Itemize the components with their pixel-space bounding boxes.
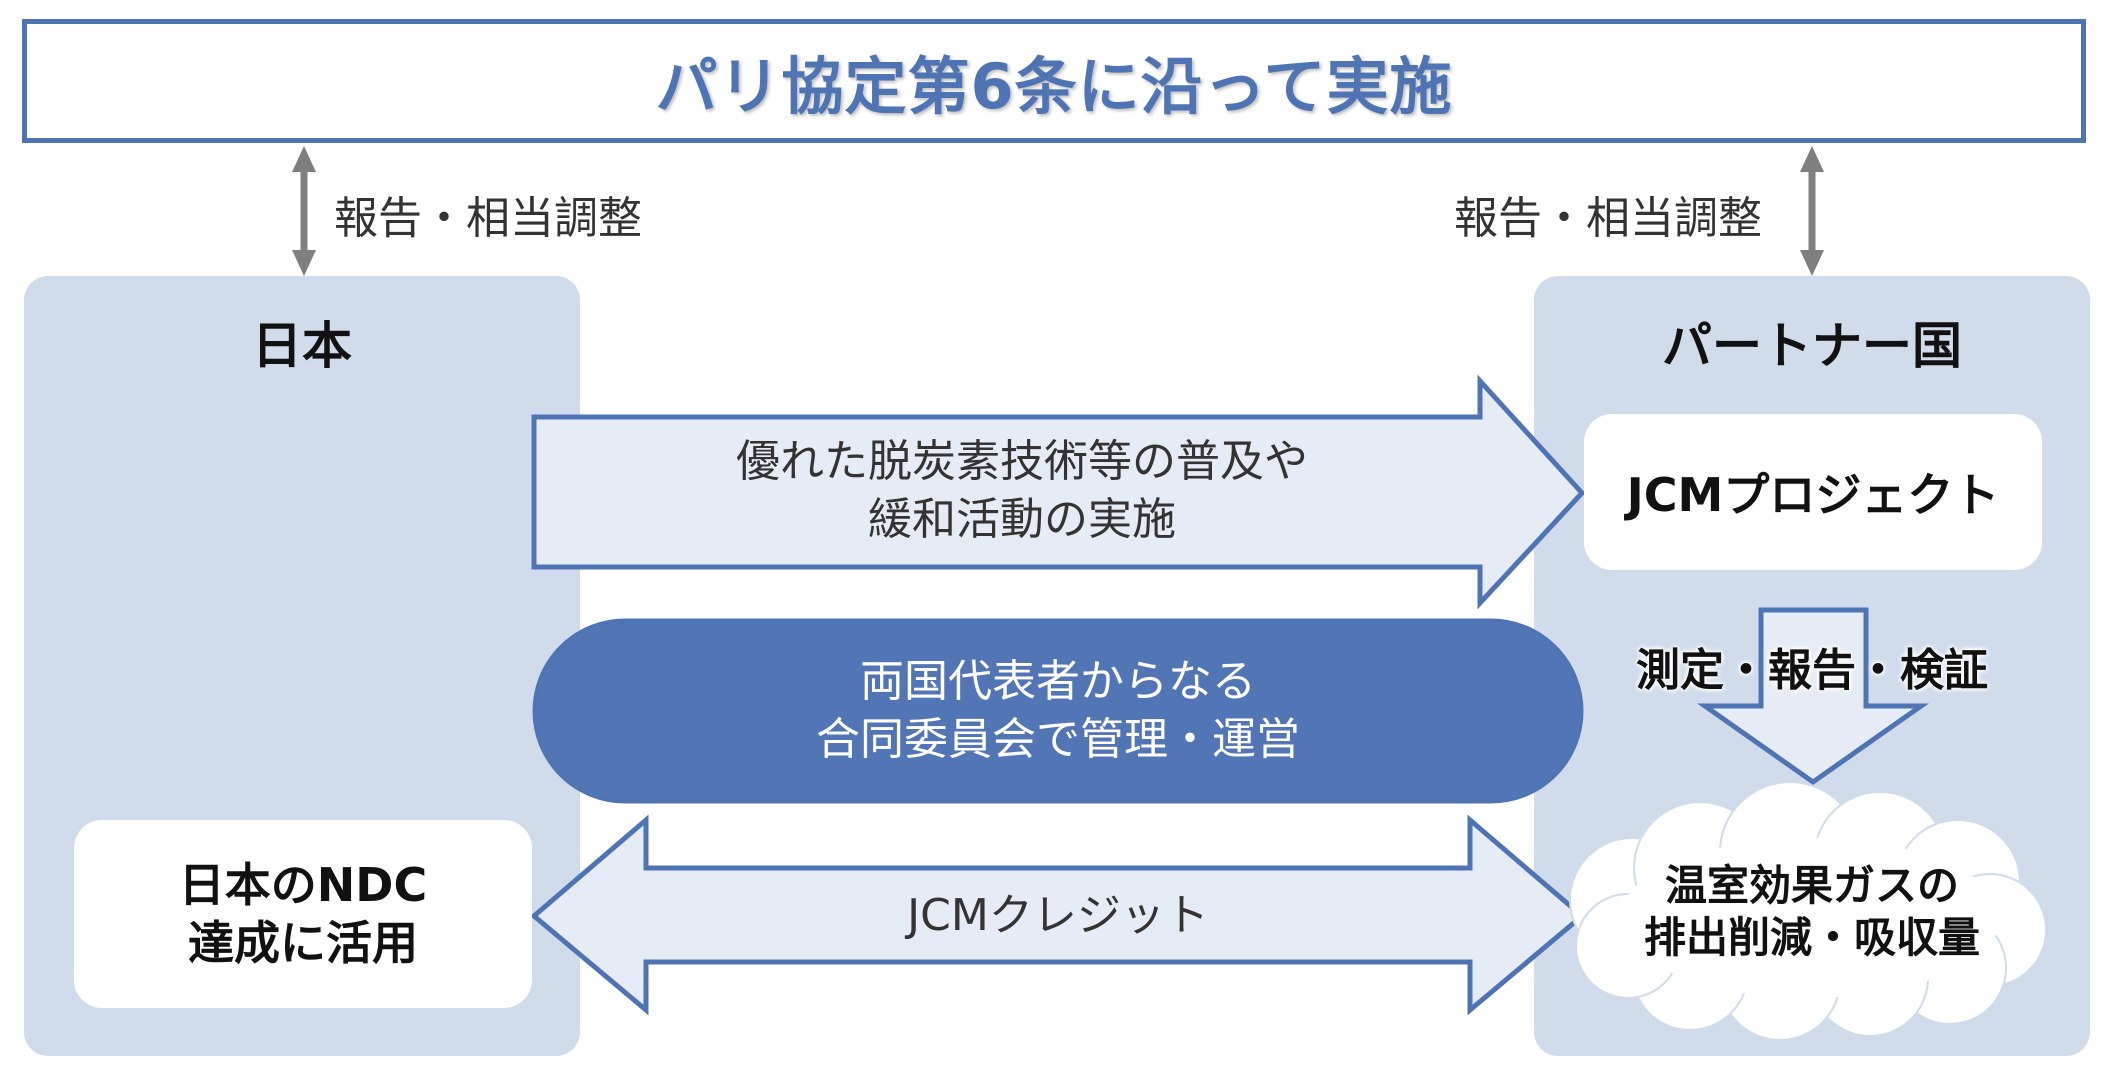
ghg-line-1: 温室効果ガスの [1664, 861, 1959, 910]
ndc-line-1: 日本のNDC [178, 858, 428, 912]
partner-title: パートナー国 [1662, 317, 1962, 375]
page-title: パリ協定第6条に沿って実施 [655, 50, 1453, 123]
report-label-left: 報告・相当調整 [334, 193, 642, 244]
mrv-label: 測定・報告・検証 [1636, 645, 1988, 696]
committee-line-2: 合同委員会で管理・運営 [816, 714, 1300, 765]
cloud-shape [1569, 781, 2047, 1041]
arrow-top-line-2: 緩和活動の実施 [868, 494, 1176, 545]
ndc-box: 日本のNDC 達成に活用 [74, 820, 532, 1008]
connector-left [292, 146, 316, 276]
japan-title: 日本 [252, 317, 352, 375]
arrow-right-shape [531, 374, 1586, 610]
committee-line-1: 両国代表者からなる [860, 656, 1256, 707]
committee-pill-shape [532, 618, 1584, 804]
connector-right [1800, 146, 1824, 276]
down-arrow-shape [1697, 607, 1929, 786]
arrow-top-line-1: 優れた脱炭素技術等の普及や [736, 436, 1308, 487]
title-box: パリ協定第6条に沿って実施 [22, 19, 2086, 143]
jcm-project-box: JCMプロジェクト [1584, 414, 2042, 570]
arrow-top-text: 優れた脱炭素技術等の普及や 緩和活動の実施 [534, 433, 1510, 549]
jcm-project-label: JCMプロジェクト [1626, 468, 2000, 522]
ghg-cloud-text: 温室効果ガスの 排出削減・吸収量 [1612, 860, 2012, 964]
report-label-right: 報告・相当調整 [1454, 193, 1762, 244]
credit-label: JCMクレジット [907, 890, 1209, 941]
ndc-line-2: 達成に活用 [188, 916, 418, 970]
committee-text: 両国代表者からなる 合同委員会で管理・運営 [534, 653, 1582, 769]
ghg-line-2: 排出削減・吸収量 [1643, 913, 1980, 962]
